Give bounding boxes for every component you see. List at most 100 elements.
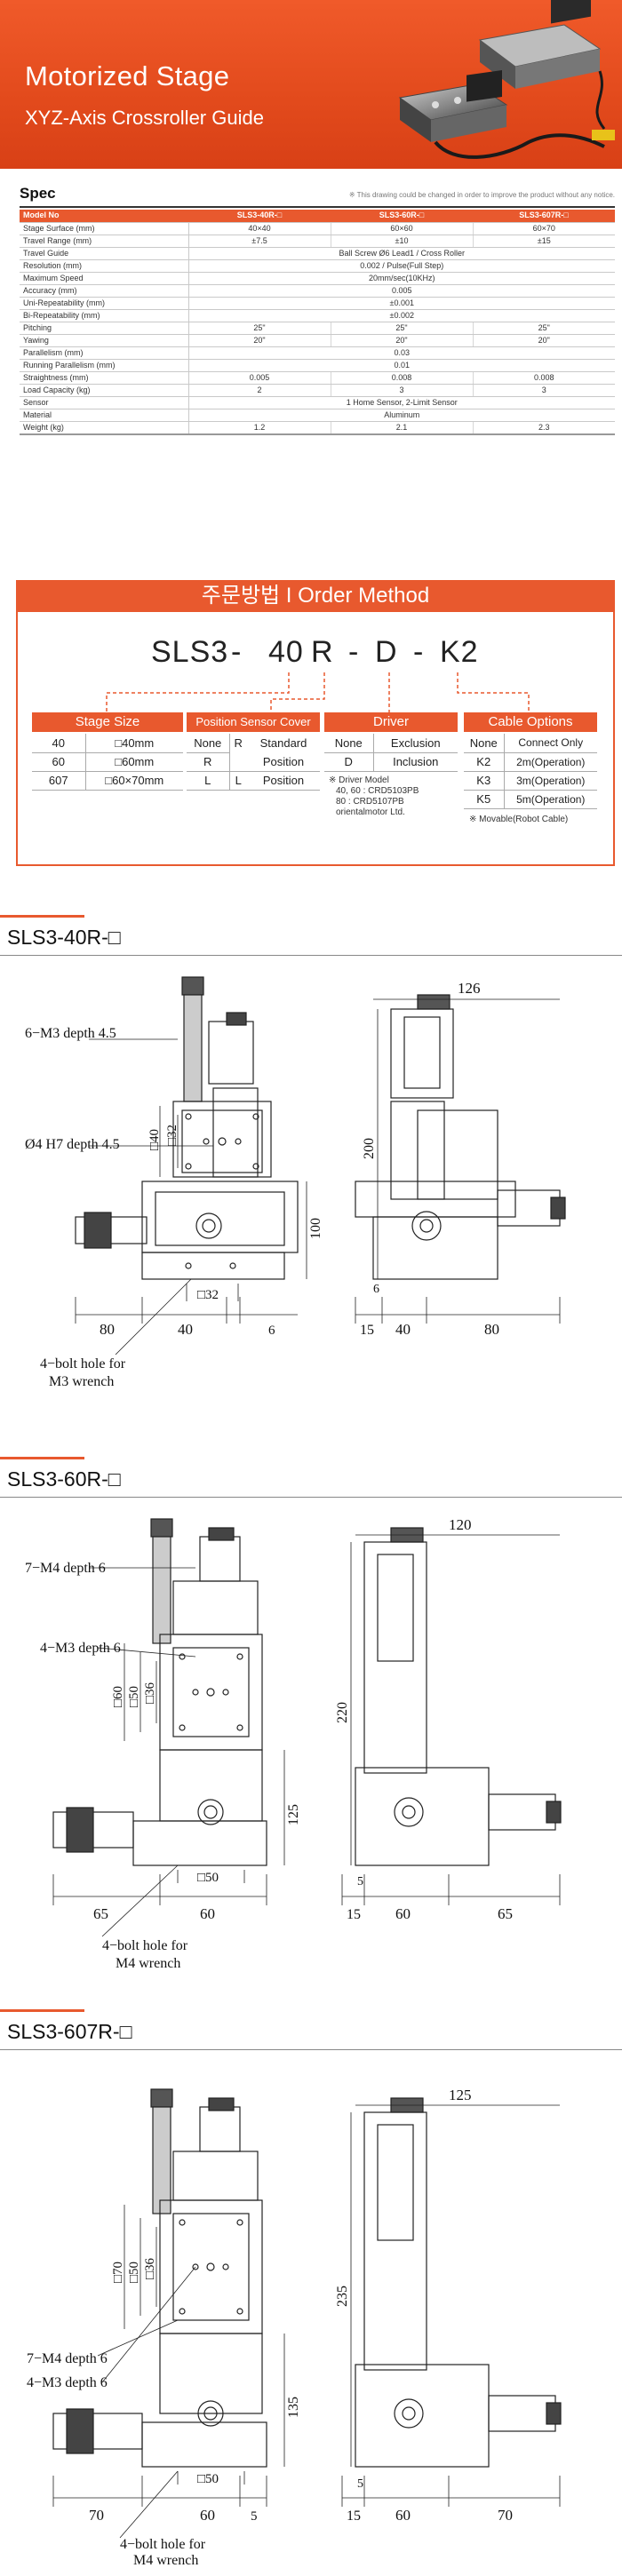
label-hole-40: Ø4 H7 depth 4.5	[25, 1137, 120, 1152]
dim-80: 80	[100, 1321, 115, 1338]
dim-r70-607: 70	[498, 2507, 513, 2524]
spec-row-value: ±7.5	[188, 235, 331, 248]
position-sensor-letter	[229, 752, 247, 772]
spec-row: Bi-Repeatability (mm)±0.002	[20, 309, 615, 322]
spec-col-header: Model No	[20, 210, 188, 223]
spec-table: Model No SLS3-40R-□ SLS3-60R-□ SLS3-607R…	[20, 210, 615, 435]
spec-row-label: Stage Surface (mm)	[20, 222, 189, 235]
position-sensor-code: None	[187, 734, 230, 753]
spec-row-label: Yawing	[20, 334, 189, 347]
spec-row-value: 0.008	[331, 371, 474, 385]
position-sensor-title: Position Sensor Cover	[187, 712, 320, 732]
label-bolt1-40: 4−bolt hole for	[40, 1356, 126, 1371]
section-divider	[0, 2049, 622, 2050]
dim-b32: □32	[197, 1288, 219, 1302]
spec-col-header: SLS3-60R-□	[331, 210, 473, 223]
dim-r65: 65	[498, 1905, 513, 1922]
dim-r5-60: 5	[357, 1875, 363, 1888]
spec-row-label: Resolution (mm)	[20, 259, 189, 273]
spec-row-value: 0.01	[188, 359, 615, 372]
banner: Motorized Stage XYZ-Axis Crossroller Gui…	[0, 0, 622, 169]
order-code: SLS3 - 40 R - D - K2	[18, 635, 617, 688]
cable-code: K3	[464, 771, 505, 791]
banner-subtitle: XYZ-Axis Crossroller Guide	[25, 107, 264, 129]
cable-code: K5	[464, 790, 505, 809]
dim-w5-607: 5	[251, 2509, 258, 2524]
spec-row-label: Sensor	[20, 396, 189, 409]
spec-row-value: 0.005	[188, 284, 615, 298]
order-leader-lines	[106, 672, 530, 712]
spec-row-label: Parallelism (mm)	[20, 346, 189, 360]
spec-row-value: 2.3	[473, 421, 615, 435]
spec-row-label: Running Parallelism (mm)	[20, 359, 189, 372]
position-sensor-desc: Standard	[259, 736, 307, 750]
dim-r80: 80	[484, 1321, 499, 1338]
label-bolt1-607: 4−bolt hole for	[120, 2537, 206, 2552]
section-title-607: SLS3-607R-□	[7, 2020, 132, 2043]
dim-60: □60	[111, 1686, 125, 1707]
dim-70: □70	[111, 2262, 125, 2283]
section-accent-bar	[0, 1457, 84, 1459]
position-sensor-desc: Position	[247, 752, 320, 772]
spec-row-value: 20mm/sec(10KHz)	[188, 272, 615, 285]
spec-row-label: Uni-Repeatability (mm)	[20, 297, 189, 310]
spec-row-value: 25"	[331, 322, 474, 335]
dim-36: □36	[143, 1682, 157, 1704]
dim-r5-607: 5	[357, 2477, 363, 2491]
spec-row-value: 25"	[473, 322, 615, 335]
spec-col-header: SLS3-607R-□	[473, 210, 615, 223]
spec-row-value: 2.1	[331, 421, 474, 435]
driver-code: None	[324, 734, 374, 753]
label-bolt2-40: M3 wrench	[49, 1374, 114, 1389]
spec-row-value: 0.002 / Pulse(Full Step)	[188, 259, 615, 273]
cable-note: ※ Movable(Robot Cable)	[469, 815, 569, 824]
stage-size-code: 40	[32, 734, 86, 753]
spec-row-label: Pitching	[20, 322, 189, 335]
driver-note-line: 80 : CRD5107PB	[336, 797, 404, 807]
spec-row-value: ±0.001	[188, 297, 615, 310]
spec-row-value: 20"	[473, 334, 615, 347]
order-code-dash: -	[413, 635, 425, 669]
driver-title: Driver	[324, 712, 458, 732]
section-title-40: SLS3-40R-□	[7, 926, 121, 949]
dim-100: 100	[308, 1218, 323, 1239]
dim-r60: 60	[395, 1905, 411, 1922]
dim-50-607: □50	[127, 2262, 141, 2283]
position-sensor-letter: R	[234, 736, 243, 750]
dim-235: 235	[335, 2286, 350, 2307]
stage-size-code: 60	[32, 752, 86, 772]
spec-row-label: Bi-Repeatability (mm)	[20, 309, 189, 322]
dim-200: 200	[362, 1138, 377, 1159]
spec-row-label: Accuracy (mm)	[20, 284, 189, 298]
order-code-sensor: R	[311, 635, 334, 669]
spec-row-value: ±15	[473, 235, 615, 248]
dim-65: 65	[93, 1905, 108, 1922]
dim-126: 126	[458, 980, 481, 997]
cable-desc: 2m(Operation)	[504, 752, 597, 772]
spec-row: Running Parallelism (mm)0.01	[20, 359, 615, 372]
order-method-box: 주문방법 I Order Method SLS3 - 40 R - D - K2…	[16, 580, 615, 866]
dim-135: 135	[286, 2397, 301, 2418]
stage-size-title: Stage Size	[32, 712, 183, 732]
label-bolt2-607: M4 wrench	[133, 2553, 198, 2568]
dim-220: 220	[335, 1702, 350, 1723]
stage-size-row: 60□60mm	[32, 752, 183, 772]
dim-120: 120	[449, 1516, 472, 1533]
spec-row-label: Maximum Speed	[20, 272, 189, 285]
banner-title: Motorized Stage	[25, 60, 230, 91]
label-tap1-607: 7−M4 depth 6	[27, 2351, 108, 2366]
spec-col-header: SLS3-40R-□	[188, 210, 331, 223]
position-sensor-row: None R Standard	[187, 734, 320, 753]
cable-desc: 3m(Operation)	[504, 771, 597, 791]
order-code-driver: D	[375, 635, 398, 669]
driver-desc: Inclusion	[373, 752, 458, 772]
